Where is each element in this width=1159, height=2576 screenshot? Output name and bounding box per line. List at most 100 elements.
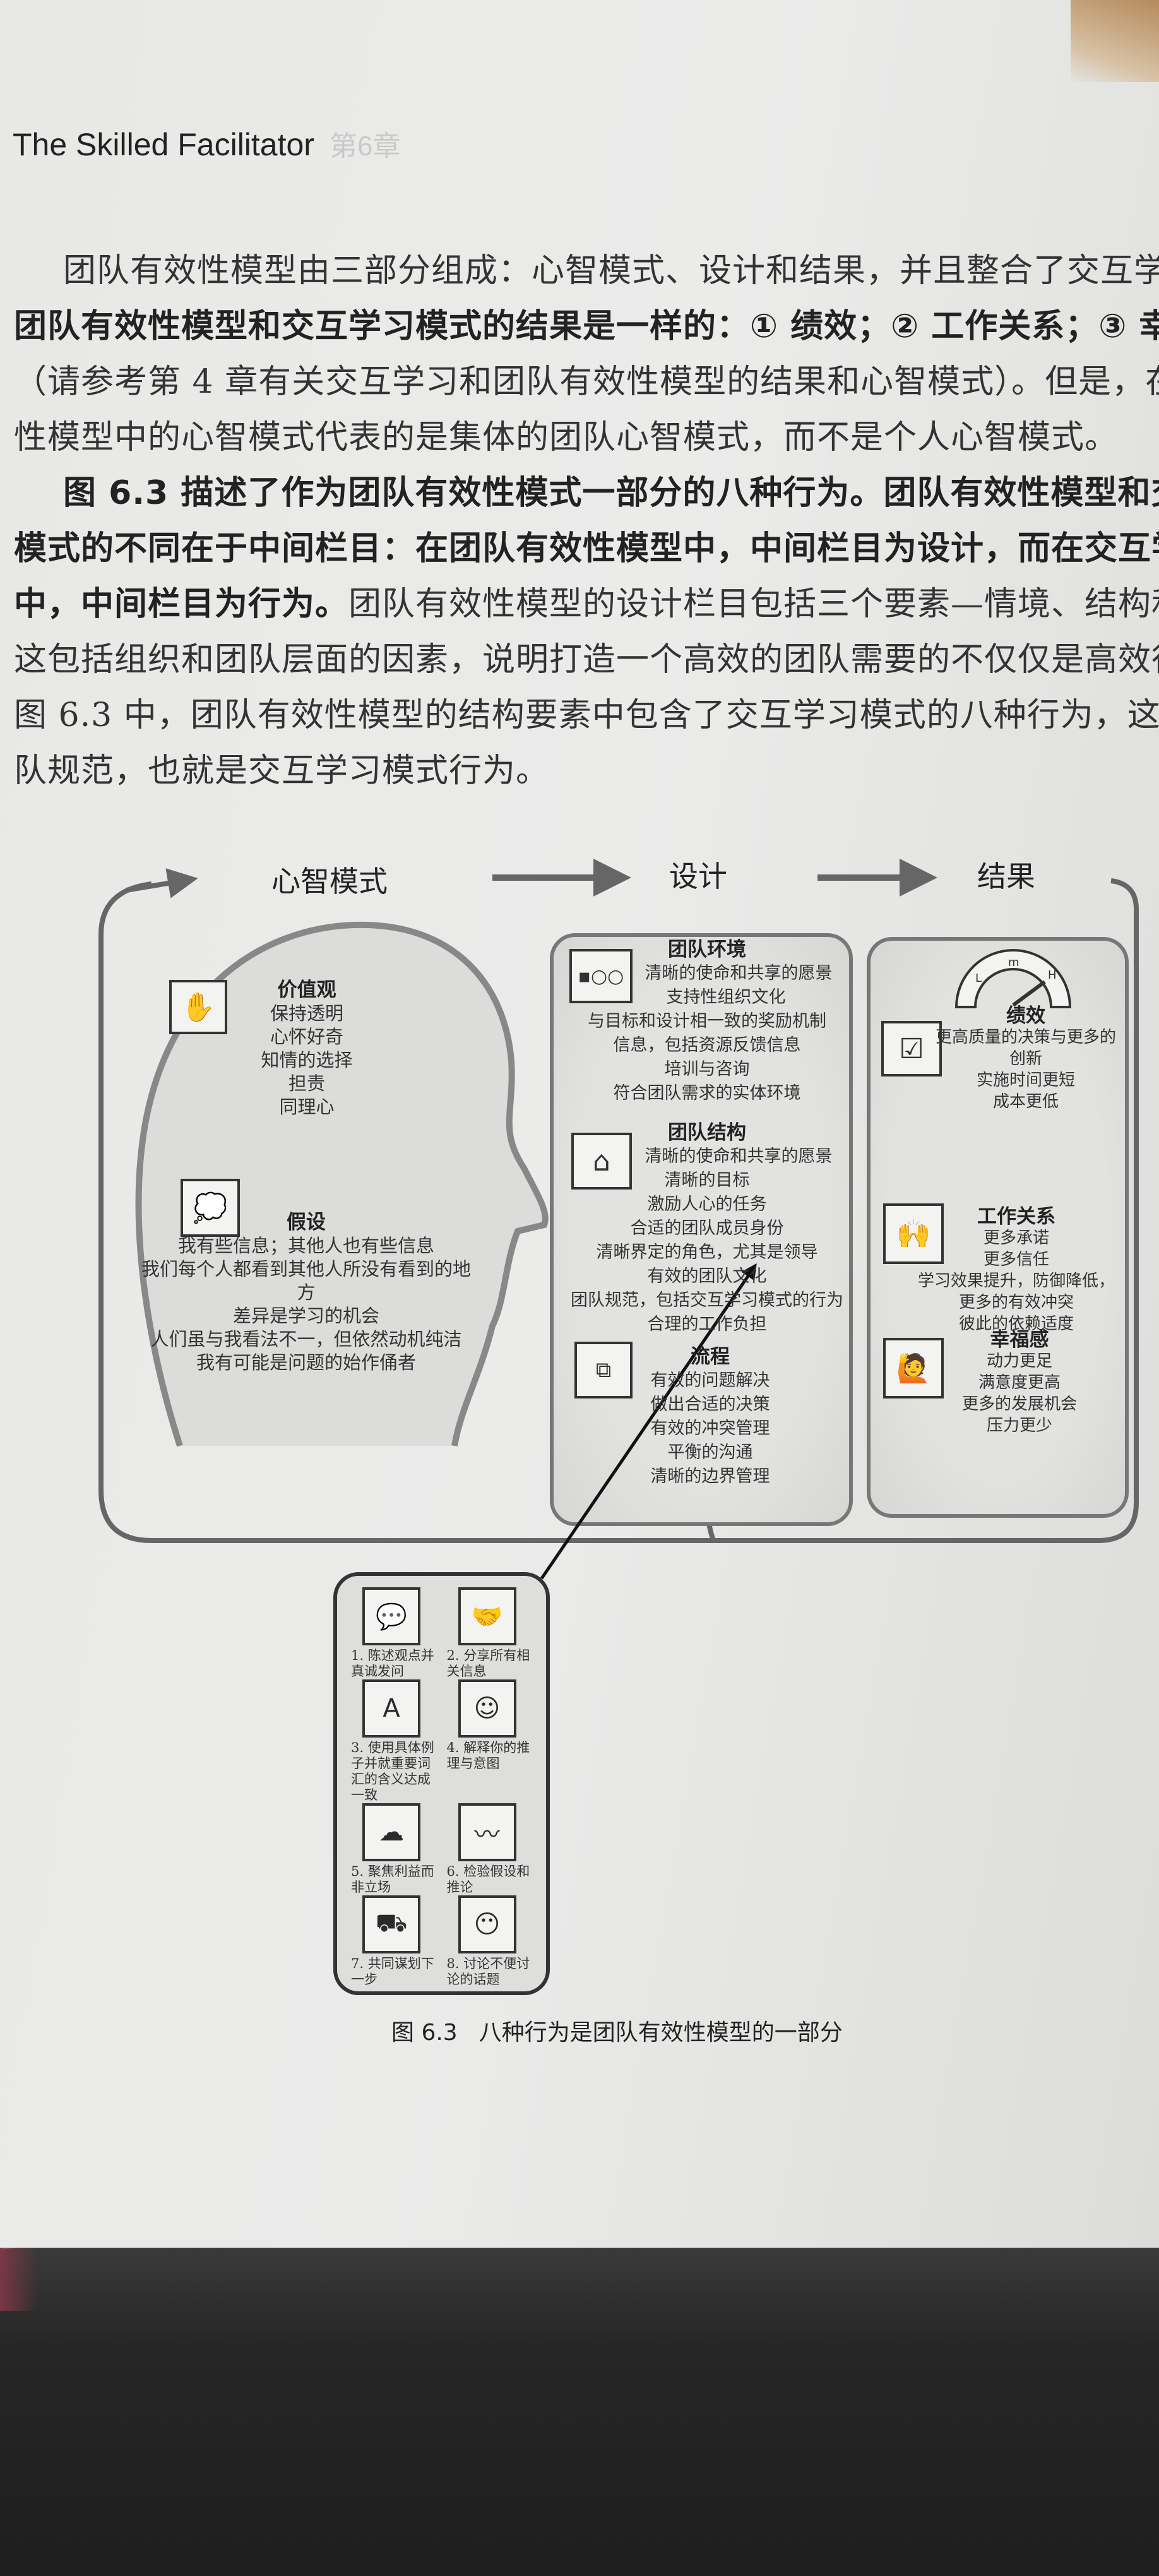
design-item: 做出合适的决策 — [650, 1395, 770, 1414]
design-item: 有效的冲突管理 — [650, 1419, 770, 1438]
speech-bubble-icon: 💬 — [362, 1587, 420, 1645]
assumption-item: 我有些信息；其他人也有些信息 — [177, 1235, 434, 1256]
background-table — [1071, 0, 1159, 82]
running-header: The Skilled Facilitator 第6章 — [13, 123, 400, 164]
behavior-link-arrow — [540, 1263, 757, 1580]
behavior-label: 5. 聚焦利益而非立场 — [351, 1864, 434, 1895]
bold-text-span: 模式的不同在于中间栏目：在团队有效性模型中，中间栏目为设计，而在交互学习模式 — [14, 530, 1159, 568]
behavior-item: 😶8. 讨论不便讨论的话题 — [447, 1895, 538, 1988]
behavior-label: 6. 检验假设和推论 — [446, 1864, 530, 1895]
results-title: 工作关系 — [977, 1205, 1055, 1228]
behavior-label: 8. 讨论不便讨论的话题 — [446, 1956, 530, 1987]
results-item: 更多承诺 — [983, 1229, 1049, 1248]
behavior-item: ⛟7. 共同谋划下一步 — [351, 1895, 442, 1988]
results-title: 幸福感 — [990, 1328, 1049, 1351]
bleed-through-text: 第6章 — [329, 131, 401, 162]
text-line: 这包括组织和团队层面的因素，说明打造一个高效的团队需要的不仅仅是高效行为。在 — [14, 632, 1159, 688]
caption-text: 八种行为是团队有效性模型的一部分 — [478, 2020, 843, 2046]
design-item: 支持性组织文化 — [666, 987, 786, 1007]
design-item: 合理的工作负担 — [647, 1315, 767, 1334]
design-process-block: 流程 有效的问题解决 做出合适的决策 有效的冲突管理 平衡的沟通 清晰的边界管理 — [631, 1345, 789, 1489]
house-structure-icon: ⌂ — [571, 1133, 632, 1190]
results-item: 更多的发展机会 — [961, 1395, 1077, 1414]
process-flowchart-icon: ⧉ — [574, 1342, 633, 1398]
design-structure-block: 团队结构 清晰的使命和共享的愿景 清晰的目标 激励人心的任务 合适的团队成员身份… — [562, 1121, 852, 1337]
design-environment-block: 团队环境 清晰的使命和共享的愿景 支持性组织文化 与目标和设计相一致的奖励机制 … — [562, 938, 852, 1106]
behavior-label: 2. 分享所有相关信息 — [446, 1648, 530, 1679]
results-item: 彼此的依赖适度 — [958, 1315, 1074, 1333]
text-span: 队规范，也就是交互学习模式行为。 — [14, 752, 550, 790]
text-span: 团队有效性模型的设计栏目包括三个要素—情境、结构和流程。 — [348, 585, 1159, 623]
values-item: 担责 — [288, 1073, 325, 1094]
assumptions-title: 假设 — [287, 1211, 326, 1234]
behavior-label: 3. 使用具体例子并就重要词汇的含义达成一致 — [351, 1740, 434, 1803]
team-environment-icon: ▪○○ — [569, 949, 633, 1003]
celebrating-people-icon: 🙌 — [883, 1203, 944, 1264]
group-thought-icon: ☁ — [362, 1803, 420, 1861]
results-item: 更多信任 — [983, 1250, 1049, 1269]
assumption-item: 人们虽与我看法不一，但依然动机纯洁 — [150, 1328, 462, 1350]
column-title-mindset: 心智模式 — [271, 864, 388, 898]
text-line: 中，中间栏目为行为。团队有效性模型的设计栏目包括三个要素—情境、结构和流程。 — [14, 576, 1159, 632]
design-item: 清晰界定的角色，尤其是领导 — [596, 1243, 818, 1262]
results-item: 动力更足 — [986, 1352, 1052, 1371]
results-relationships-block: 工作关系 更多承诺 更多信任 学习效果提升，防御降低， 更多的有效冲突 彼此的依… — [909, 1206, 1124, 1335]
design-section-title: 流程 — [691, 1345, 730, 1368]
design-item: 培训与咨询 — [664, 1059, 750, 1079]
text-span: 这包括组织和团队层面的因素，说明打造一个高效的团队需要的不仅仅是高效行为。在 — [14, 641, 1159, 679]
results-wellbeing-block: 幸福感 动力更足 满意度更高 更多的发展机会 压力更少 — [934, 1329, 1105, 1436]
column-title-results: 结果 — [977, 859, 1035, 893]
design-item: 合适的团队成员身份 — [630, 1219, 784, 1238]
design-item: 有效的问题解决 — [650, 1371, 770, 1390]
figure-caption: 图 6.3 八种行为是团队有效性模型的一部分 — [391, 2014, 843, 2047]
text-span: 团队有效性模型由三部分组成：心智模式、设计和结果，并且整合了交互学习模式。 — [63, 252, 1159, 290]
text-line: 图 6.3 中，团队有效性模型的结构要素中包含了交互学习模式的八种行为，这被称为… — [14, 688, 1159, 743]
carrying-together-icon: ⛟ — [362, 1895, 420, 1953]
bold-text-span: 图 6.3 描述了作为团队有效性模式一部分的八种行为。团队有效性模型和交互学习 — [63, 474, 1159, 512]
design-item: 清晰的使命和共享的愿景 — [645, 1147, 833, 1166]
results-item: 更多的有效冲突 — [958, 1293, 1074, 1312]
results-item: 实施时间更短 — [976, 1071, 1075, 1090]
values-item: 保持透明 — [270, 1003, 343, 1024]
body-text: 团队有效性模型由三部分组成：心智模式、设计和结果，并且整合了交互学习模式。 团队… — [14, 243, 1159, 799]
assumptions-block: 假设 我有些信息；其他人也有些信息 我们每个人都看到其他人所没有看到的地 方 差… — [139, 1211, 473, 1374]
gauge-label-high: H — [1048, 969, 1057, 982]
background-fabric — [0, 2248, 1159, 2576]
design-item: 清晰的使命和共享的愿景 — [645, 963, 833, 983]
results-title: 绩效 — [1006, 1005, 1045, 1027]
design-item: 与目标和设计相一致的奖励机制 — [588, 1011, 826, 1031]
values-item: 同理心 — [279, 1096, 335, 1118]
handshake-icon: 🤝 — [458, 1587, 516, 1645]
caption-label: 图 6.3 — [391, 2020, 458, 2046]
results-performance-block: 绩效 更高质量的决策与更多的 创新 实施时间更短 成本更低 — [934, 1005, 1117, 1112]
results-item: 学习效果提升，防御降低， — [917, 1272, 1115, 1291]
results-item: 成本更低 — [992, 1092, 1059, 1111]
behavior-item: ☁5. 聚焦利益而非立场 — [351, 1803, 442, 1895]
design-section-title: 团队环境 — [668, 938, 746, 961]
behavior-label: 7. 共同谋划下一步 — [351, 1956, 434, 1987]
design-section-title: 团队结构 — [668, 1121, 746, 1144]
results-item: 压力更少 — [986, 1416, 1052, 1435]
column-title-design: 设计 — [669, 859, 727, 893]
text-span: 图 6.3 中，团队有效性模型的结构要素中包含了交互学习模式的八种行为，这被称为… — [14, 696, 1159, 734]
gauge-label-mid: m — [1008, 956, 1019, 969]
results-item: 满意度更高 — [978, 1373, 1061, 1392]
behavior-item: 〰6. 检验假设和推论 — [447, 1803, 538, 1895]
design-item: 清晰的目标 — [664, 1171, 750, 1190]
behavior-item: 💬1. 陈述观点并真诚发问 — [351, 1587, 442, 1679]
values-item: 心怀好奇 — [270, 1026, 343, 1047]
design-item: 信息，包括资源反馈信息 — [613, 1035, 801, 1055]
design-item: 有效的团队文化 — [647, 1267, 767, 1286]
cheering-person-icon: 🙋 — [883, 1338, 944, 1398]
assumption-item: 方 — [297, 1282, 316, 1303]
design-item: 激励人心的任务 — [647, 1195, 767, 1214]
design-item: 平衡的沟通 — [667, 1443, 753, 1462]
text-line: 团队有效性模型和交互学习模式的结果是一样的：① 绩效；② 工作关系；③ 幸福感 — [14, 299, 1159, 354]
gauge-label-low: L — [975, 972, 982, 985]
covered-mouth-icon: 😶 — [458, 1895, 516, 1953]
text-span: （请参考第 4 章有关交互学习和团队有效性模型的结果和心智模式）。但是，在团队有… — [14, 363, 1159, 401]
foot-in-water-icon: 〰 — [458, 1803, 516, 1861]
running-title: The Skilled Facilitator — [13, 127, 314, 162]
bold-text-span: 团队有效性模型和交互学习模式的结果是一样的：① 绩效；② 工作关系；③ 幸福感 — [14, 307, 1159, 345]
